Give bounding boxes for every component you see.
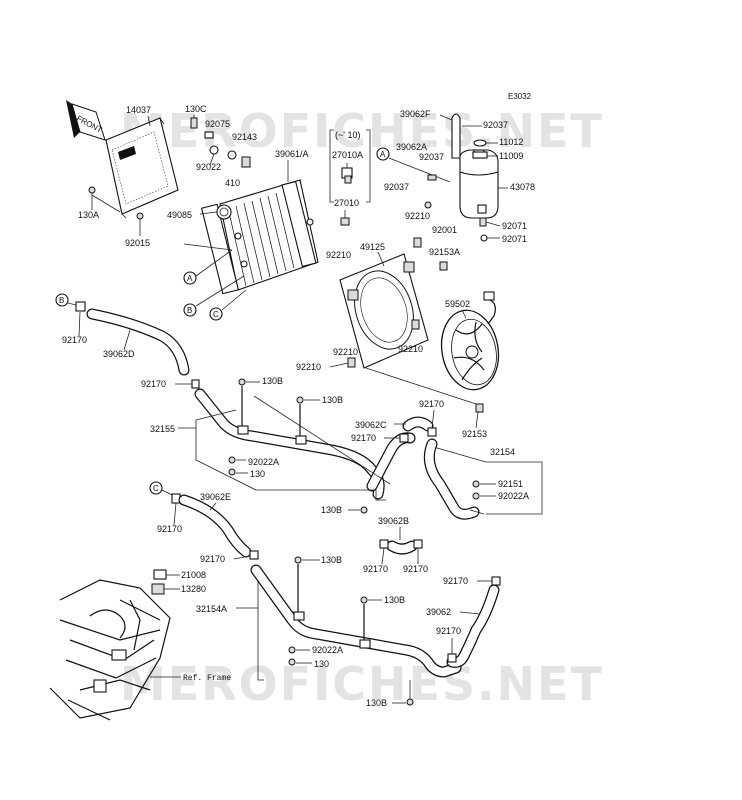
part-130B-b: 130B <box>322 395 343 405</box>
part-92170-b: 92170 <box>141 379 166 389</box>
part-11009: 11009 <box>499 151 523 161</box>
ref-frame-label: Ref. Frame <box>183 674 231 683</box>
part-92071-a: 92071 <box>502 221 527 231</box>
part-39061A: 39061/A <box>275 149 309 159</box>
part-92001: 92001 <box>432 225 457 235</box>
part-32155: 32155 <box>150 424 175 434</box>
watermark-bottom: MEROFICHES.NET <box>120 657 604 711</box>
front-arrow-icon: FRONT <box>66 100 106 141</box>
part-39062F: 39062F <box>400 109 431 119</box>
part-32154: 32154 <box>490 447 515 457</box>
part-92210-d: 92210 <box>296 362 321 372</box>
part-92170-c: 92170 <box>351 433 376 443</box>
part-92037-b: 92037 <box>419 152 444 162</box>
part-39062E: 39062E <box>200 492 231 502</box>
part-130A: 130A <box>78 210 99 220</box>
part-410: 410 <box>225 178 240 188</box>
part-43078: 43078 <box>510 182 535 192</box>
svg-text:B: B <box>187 306 192 315</box>
part-27010A: 27010A <box>332 150 363 160</box>
part-130B-e: 130B <box>384 595 405 605</box>
part-92022A-b: 92022A <box>498 491 529 501</box>
part-92170-f: 92170 <box>363 564 388 574</box>
part-92210-e: 92210 <box>398 344 423 354</box>
part-92151: 92151 <box>498 479 523 489</box>
watermark-top: MEROFICHES.NET <box>120 104 604 158</box>
radiator-cap-box: (~' 10) 27010A <box>329 129 371 203</box>
fan-motor <box>440 291 500 391</box>
part-130B-a: 130B <box>262 376 283 386</box>
part-92022A-c: 92022A <box>312 645 343 655</box>
part-32154A: 32154A <box>196 604 227 614</box>
callout-C-hose: C <box>149 481 163 495</box>
part-92037-c: 92037 <box>384 182 409 192</box>
part-92022A-a: 92022A <box>248 457 279 467</box>
part-39062D: 39062D <box>103 349 135 359</box>
part-92071-b: 92071 <box>502 234 527 244</box>
part-92210-b: 92210 <box>326 250 351 260</box>
pipe-32154A <box>250 564 462 678</box>
part-92022-top: 92022 <box>196 162 221 172</box>
part-92170-i: 92170 <box>443 576 468 586</box>
part-92210-a: 92210 <box>405 211 430 221</box>
part-130B-f: 130B <box>366 698 387 708</box>
svg-text:C: C <box>153 484 159 493</box>
part-49085: 49085 <box>167 210 192 220</box>
part-39062A: 39062A <box>396 142 427 152</box>
part-39062: 39062 <box>426 607 451 617</box>
part-11012: 11012 <box>499 137 523 147</box>
part-130B-d: 130B <box>321 555 342 565</box>
callout-B-hose: B <box>55 293 69 307</box>
frame-illustration <box>49 579 171 721</box>
part-59502: 59502 <box>445 299 470 309</box>
part-130-b: 130 <box>314 659 329 669</box>
part-92075: 92075 <box>205 119 230 129</box>
part-92170-d: 92170 <box>419 399 444 409</box>
svg-text:A: A <box>380 150 386 159</box>
part-21008: 21008 <box>181 570 206 580</box>
part-130B-c: 130B <box>321 505 342 515</box>
part-92143: 92143 <box>232 132 257 142</box>
part-130C: 130C <box>185 104 207 114</box>
diagram-code: E3032 <box>508 92 532 101</box>
part-92015: 92015 <box>125 238 150 248</box>
part-39062C: 39062C <box>355 420 387 430</box>
part-92210-c: 92210 <box>333 347 358 357</box>
part-92153: 92153 <box>462 429 487 439</box>
part-92170-h: 92170 <box>200 554 225 564</box>
radiator-core <box>200 179 319 295</box>
part-92170-e: 92170 <box>157 524 182 534</box>
callout-C-left: C <box>209 307 223 321</box>
part-130-a: 130 <box>250 469 265 479</box>
part-92037-a: 92037 <box>483 120 508 130</box>
part-49125: 49125 <box>360 242 385 252</box>
radiator-screen <box>105 117 179 219</box>
callout-A-left: A <box>183 271 197 285</box>
callout-A-right: A <box>376 147 390 161</box>
hose-32154 <box>423 438 480 520</box>
part-92170-a: 92170 <box>62 335 87 345</box>
part-39062B: 39062B <box>378 516 409 526</box>
cap-note: (~' 10) <box>335 130 360 140</box>
svg-text:C: C <box>213 310 219 319</box>
part-92170-g: 92170 <box>403 564 428 574</box>
part-92153A: 92153A <box>429 247 460 257</box>
part-92170-j: 92170 <box>436 626 461 636</box>
part-13280: 13280 <box>181 584 206 594</box>
part-27010: 27010 <box>334 198 359 208</box>
svg-text:B: B <box>59 296 64 305</box>
part-14037: 14037 <box>126 105 151 115</box>
callout-B-left: B <box>183 303 197 317</box>
svg-text:A: A <box>187 274 193 283</box>
